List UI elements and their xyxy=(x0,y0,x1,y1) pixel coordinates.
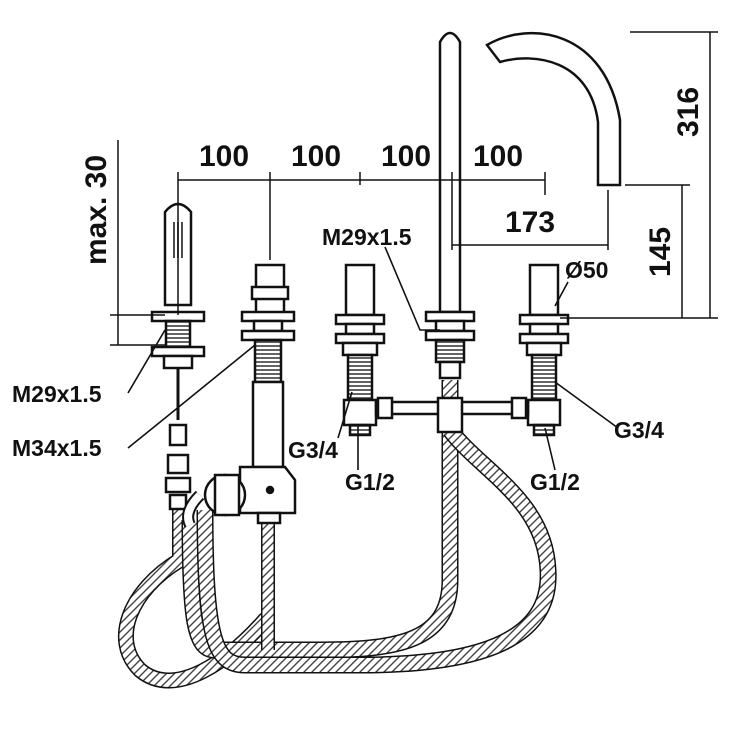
spout xyxy=(424,31,622,380)
connector-right-label-2: G1/2 xyxy=(530,469,580,495)
right-valve xyxy=(518,263,570,437)
diameter-label: Ø50 xyxy=(565,257,608,283)
right-valve-body xyxy=(526,398,562,427)
connector-left-label-1: G3/4 xyxy=(288,437,338,463)
thread-left-label-2: M34x1.5 xyxy=(12,435,102,461)
height-total-label: 316 xyxy=(672,87,705,137)
left-valve xyxy=(334,263,386,437)
hoses xyxy=(117,380,557,689)
left-valve-handle xyxy=(344,263,376,317)
spacing-label-3: 100 xyxy=(381,140,431,173)
connector-right-label-1: G3/4 xyxy=(614,417,664,443)
leader-lines xyxy=(127,246,619,471)
spacing-label-4: 100 xyxy=(473,140,523,173)
spacing-label-2: 100 xyxy=(291,140,341,173)
spout-arc xyxy=(485,32,622,187)
hand-shower-unit xyxy=(150,202,206,511)
spout-stem xyxy=(438,31,462,314)
cross-pipe xyxy=(374,396,530,434)
thread-left-label-1: M29x1.5 xyxy=(12,381,102,407)
dimension-lines xyxy=(110,31,718,346)
reach-label: 173 xyxy=(505,206,555,239)
height-spout-label: 145 xyxy=(644,227,677,277)
spacing-label-1: 100 xyxy=(199,140,249,173)
right-valve-handle xyxy=(528,263,560,317)
max-label: max. 30 xyxy=(80,155,113,265)
labels: 100 100 100 100 173 Ø50 316 145 max. 30 … xyxy=(12,87,705,495)
connector-left-label-2: G1/2 xyxy=(345,469,395,495)
thread-spout-label: M29x1.5 xyxy=(322,224,412,250)
diverter-unit xyxy=(182,263,297,528)
